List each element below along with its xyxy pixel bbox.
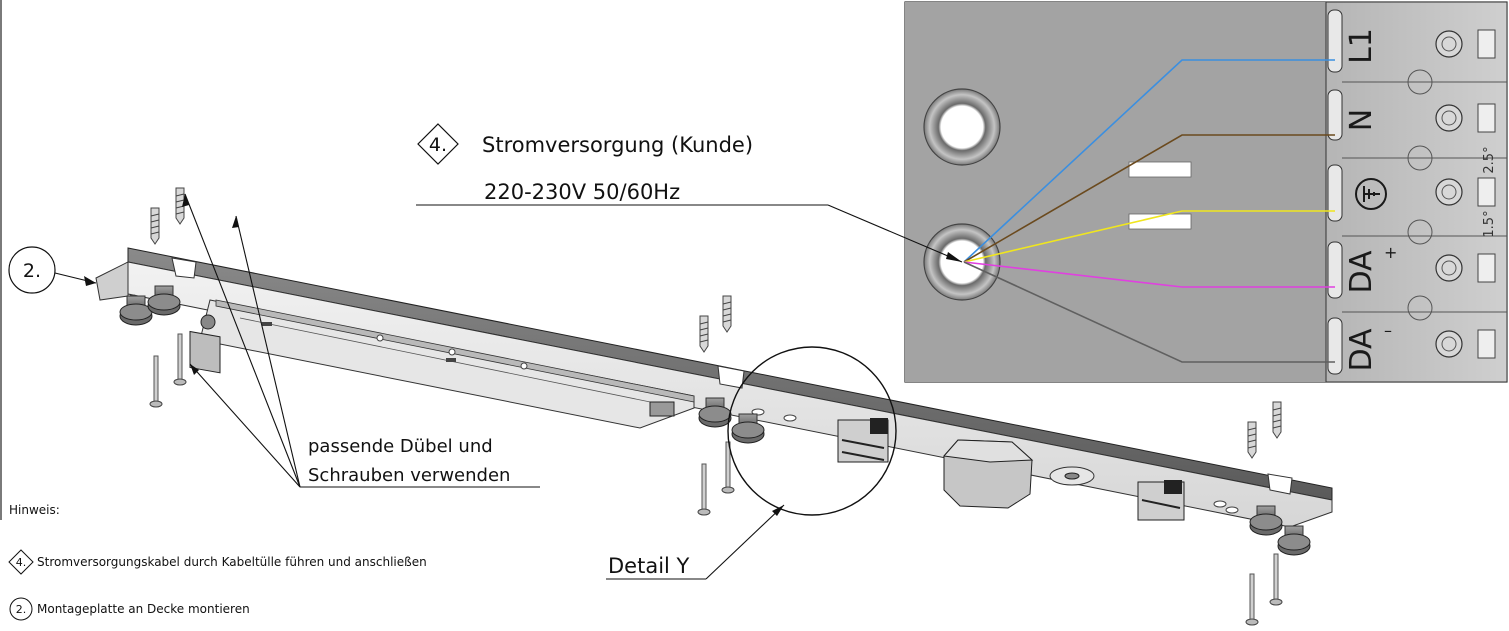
dowel-text-line1: passende Dübel und — [308, 436, 493, 457]
plate-step-number: 2. — [23, 260, 41, 282]
screw-5 — [1269, 553, 1283, 606]
dowel-callout: passende Dübel und Schrauben verwenden — [308, 436, 510, 486]
wire-da-plus — [963, 261, 1335, 288]
detail-y-label: Detail Y — [608, 554, 690, 578]
wire-l1 — [963, 59, 1335, 263]
ceiling-foot-right — [1277, 525, 1311, 556]
power-title: Stromversorgung (Kunde) — [482, 133, 753, 157]
da-plus-sign: + — [1384, 243, 1397, 262]
step-2-circle — [8, 246, 56, 294]
leader-arrowheads — [84, 194, 962, 516]
dowel-3 — [722, 295, 732, 333]
mounting-plate-callout: 2. — [8, 246, 56, 294]
dowel-2 — [150, 207, 160, 245]
ceiling-foot-left — [119, 295, 153, 326]
da-minus-sign: – — [1384, 321, 1392, 340]
wires — [963, 59, 1335, 363]
terminal-label-l1: L1 — [1344, 28, 1379, 64]
screw-3 — [721, 441, 735, 494]
dowel-6 — [1247, 421, 1257, 459]
detail-y-circle — [727, 346, 897, 516]
led-driver-module — [189, 299, 695, 429]
terminal-label-n: N — [1344, 109, 1379, 131]
screw-2 — [149, 355, 163, 408]
screw-6 — [1245, 573, 1259, 626]
angle-label-a: 2.5° — [1482, 146, 1497, 173]
power-step-number: 4. — [429, 134, 447, 156]
note-step-4-diamond — [8, 549, 34, 575]
wire-n — [963, 134, 1335, 263]
dowel-4 — [699, 315, 709, 353]
note-step-2-circle — [9, 597, 33, 621]
screw-1 — [173, 333, 187, 386]
rail-terminal-block-2 — [1137, 480, 1185, 521]
note-step-2-number: 2. — [16, 603, 27, 616]
step-4-diamond — [417, 123, 459, 165]
terminal-label-da-plus: DA — [1344, 250, 1379, 294]
terminal-label-da-minus: DA — [1344, 328, 1379, 372]
power-supply-callout: 4. Stromversorgung (Kunde) 220-230V 50/6… — [417, 123, 753, 204]
note-step-2-text: Montageplatte an Decke montieren — [37, 602, 250, 616]
earth-ground-icon — [1355, 178, 1387, 210]
terminal-slots — [1327, 9, 1343, 375]
notes-heading: Hinweis: — [9, 503, 60, 517]
cable-grommet — [1049, 466, 1095, 486]
cable-entry-upper — [923, 88, 1001, 166]
dowel-5 — [1272, 401, 1282, 439]
wire-pe — [963, 210, 1335, 263]
note-step-4-number: 4. — [16, 556, 27, 569]
screw-4 — [697, 463, 711, 516]
wire-da-minus — [963, 261, 1335, 363]
rail-terminal-block-1 — [837, 418, 889, 463]
terminal-screws — [1435, 30, 1463, 358]
dowel-text-line2: Schrauben verwenden — [308, 465, 510, 486]
note-step-4-text: Stromversorgungskabel durch Kabeltülle f… — [37, 555, 427, 569]
junction-box — [943, 439, 1034, 509]
power-spec: 220-230V 50/60Hz — [484, 180, 680, 204]
leader-lines — [54, 193, 963, 580]
notes-block: Hinweis: 4. Stromversorgungskabel durch … — [8, 503, 427, 621]
detail-y-panel: L1 N DA + DA – 2.5° 1.5° — [904, 1, 1508, 383]
angle-label-b: 1.5° — [1482, 210, 1497, 237]
